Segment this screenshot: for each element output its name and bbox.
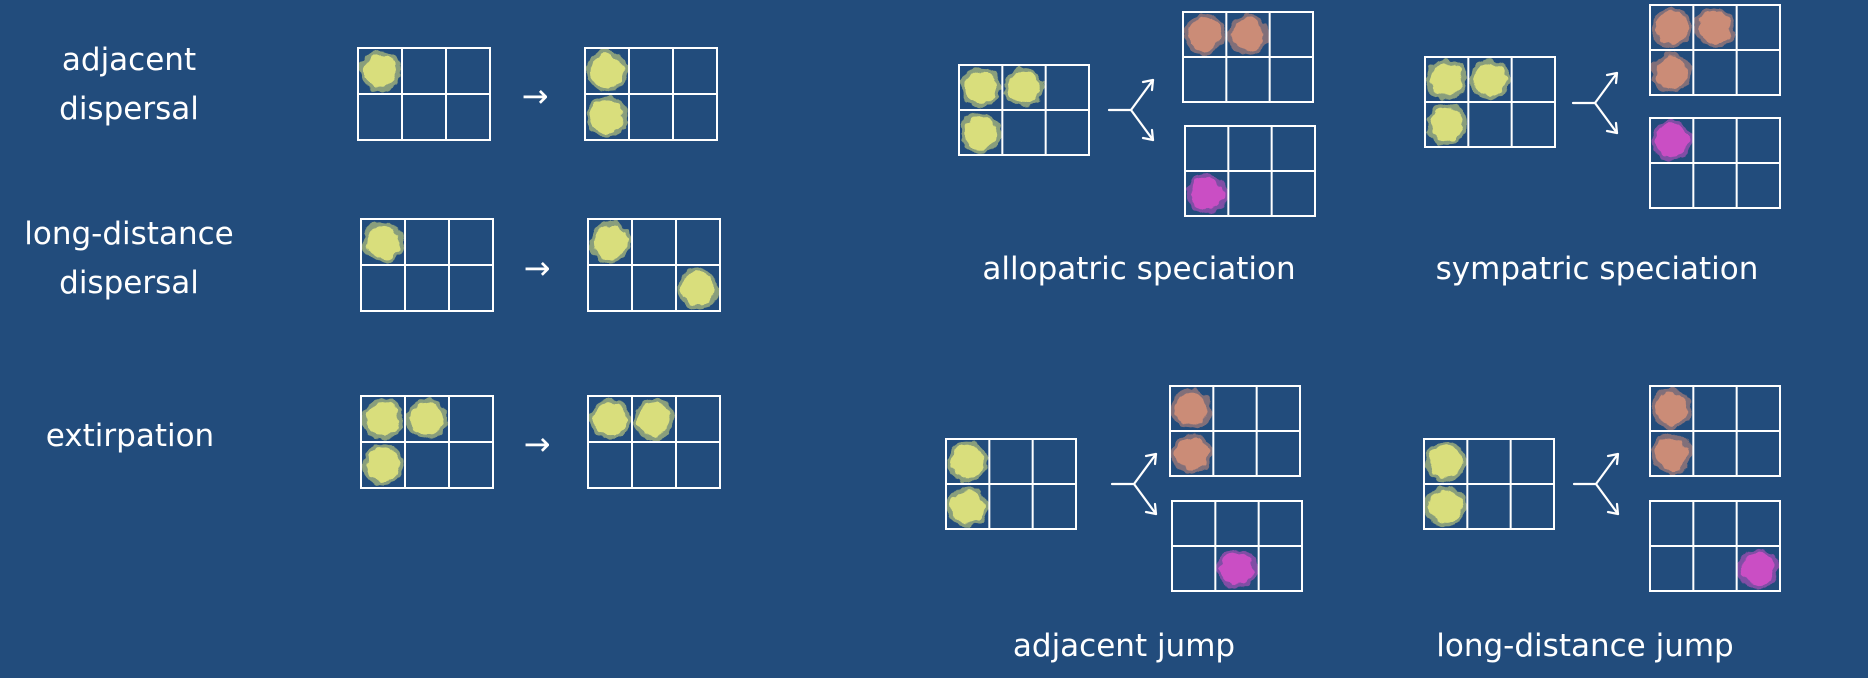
- grid-lines: [1649, 117, 1781, 209]
- caption-long-distance-jump: long-distance jump: [1436, 628, 1733, 664]
- occupancy-blob-ancestral-yellow: [406, 398, 448, 440]
- grid-lines: [1184, 125, 1316, 217]
- grid-lines: [584, 47, 718, 141]
- label-adjacent-dispersal-line2: dispersal: [59, 91, 199, 127]
- occupancy-blob-ancestral-yellow: [960, 112, 1002, 153]
- grid-lines: [357, 47, 491, 141]
- caption-allopatric-speciation: allopatric speciation: [982, 251, 1295, 287]
- sympatric-speciation-lower-descendant-grid: [1649, 117, 1781, 209]
- allopatric-speciation-split-arrow-icon: [1107, 78, 1155, 142]
- occupancy-blob-ancestral-yellow: [1425, 486, 1466, 527]
- adjacent-jump-upper-descendant-grid: [1169, 385, 1301, 477]
- occupancy-blob-descendant-magenta: [1186, 173, 1227, 214]
- transition-arrow-long-distance-dispersal: →: [524, 249, 551, 287]
- adjacent-jump-split-arrow-icon: [1110, 452, 1158, 516]
- grids-layer: [357, 4, 1781, 592]
- grid-lines: [945, 438, 1077, 530]
- extirpation-before-grid: [360, 395, 494, 489]
- occupancy-blob-ancestral-yellow: [586, 50, 628, 92]
- occupancy-blob-ancestral-yellow: [586, 96, 628, 138]
- allopatric-speciation-ancestor-grid: [958, 64, 1090, 156]
- occupancy-blob-ancestral-yellow: [362, 398, 404, 440]
- adjacent-dispersal-before-grid: [357, 47, 491, 141]
- label-long-distance-dispersal-line2: dispersal: [59, 265, 199, 301]
- occupancy-blob-descendant-magenta: [1738, 548, 1779, 589]
- long-distance-jump-lower-descendant-grid: [1649, 500, 1781, 592]
- occupancy-blob-ancestral-yellow: [589, 221, 631, 263]
- occupancy-blob-ancestral-yellow: [362, 221, 404, 263]
- allopatric-speciation-upper-descendant-grid: [1182, 11, 1314, 103]
- grid-lines: [1423, 438, 1555, 530]
- long-distance-dispersal-after-grid: [587, 218, 721, 312]
- transition-arrow-extirpation: →: [524, 425, 551, 463]
- long-distance-jump-split-arrow-icon: [1572, 452, 1620, 516]
- occupancy-blob-ancestral-yellow: [947, 486, 989, 527]
- grid-lines: [360, 395, 494, 489]
- occupancy-blob-ancestral-yellow: [1469, 59, 1511, 100]
- grid-lines: [1649, 500, 1781, 592]
- extirpation-after-grid: [587, 395, 721, 489]
- occupancy-blob-descendant-tan: [1694, 7, 1736, 48]
- label-extirpation: extirpation: [46, 418, 214, 454]
- occupancy-blob-descendant-tan: [1184, 14, 1225, 55]
- long-distance-dispersal-before-grid: [360, 218, 494, 312]
- grid-lines: [587, 218, 721, 312]
- occupancy-blob-ancestral-yellow: [947, 441, 989, 482]
- long-distance-jump-ancestor-grid: [1423, 438, 1555, 530]
- transition-arrow-adjacent-dispersal: →: [522, 77, 549, 115]
- grid-lines: [1171, 500, 1303, 592]
- occupancy-blob-descendant-tan: [1227, 14, 1269, 55]
- occupancy-blob-ancestral-yellow: [1425, 441, 1466, 482]
- caption-adjacent-jump: adjacent jump: [1013, 628, 1235, 664]
- caption-sympatric-speciation: sympatric speciation: [1436, 251, 1759, 287]
- occupancy-blob-ancestral-yellow: [362, 444, 404, 486]
- occupancy-blob-descendant-tan: [1171, 433, 1212, 474]
- occupancy-blob-ancestral-yellow: [1003, 67, 1045, 108]
- grid-lines: [958, 64, 1090, 156]
- occupancy-blob-ancestral-yellow: [589, 398, 631, 440]
- grid-lines: [1182, 11, 1314, 103]
- occupancy-blob-ancestral-yellow: [960, 67, 1002, 108]
- long-distance-jump-upper-descendant-grid: [1649, 385, 1781, 477]
- grid-lines: [360, 218, 494, 312]
- sympatric-speciation-ancestor-grid: [1424, 56, 1556, 148]
- adjacent-jump-lower-descendant-grid: [1171, 500, 1303, 592]
- occupancy-blob-descendant-magenta: [1651, 120, 1692, 161]
- grid-lines: [1649, 4, 1781, 96]
- grid-lines: [1169, 385, 1301, 477]
- sympatric-speciation-split-arrow-icon: [1571, 71, 1619, 135]
- occupancy-blob-ancestral-yellow: [633, 398, 675, 440]
- occupancy-blob-ancestral-yellow: [359, 50, 401, 92]
- occupancy-blob-descendant-magenta: [1216, 548, 1258, 589]
- adjacent-dispersal-after-grid: [584, 47, 718, 141]
- allopatric-speciation-lower-descendant-grid: [1184, 125, 1316, 217]
- grid-lines: [1424, 56, 1556, 148]
- label-long-distance-dispersal-line1: long-distance: [24, 216, 233, 252]
- sympatric-speciation-upper-descendant-grid: [1649, 4, 1781, 96]
- grid-lines: [1649, 385, 1781, 477]
- forks-layer: [1107, 71, 1620, 516]
- occupancy-blob-descendant-tan: [1651, 388, 1692, 429]
- occupancy-blob-descendant-tan: [1651, 52, 1692, 93]
- occupancy-blob-descendant-tan: [1651, 433, 1692, 474]
- grid-lines: [587, 395, 721, 489]
- occupancy-blob-descendant-tan: [1171, 388, 1212, 429]
- occupancy-blob-ancestral-yellow: [1426, 59, 1467, 100]
- occupancy-blob-descendant-tan: [1651, 7, 1692, 48]
- occupancy-blob-ancestral-yellow: [1426, 104, 1467, 145]
- adjacent-jump-ancestor-grid: [945, 438, 1077, 530]
- label-adjacent-dispersal-line1: adjacent: [62, 42, 196, 78]
- occupancy-blob-ancestral-yellow: [677, 267, 719, 309]
